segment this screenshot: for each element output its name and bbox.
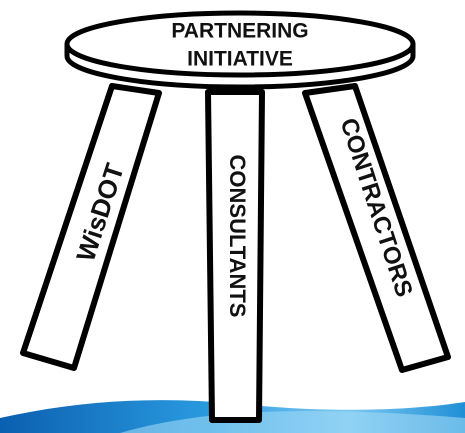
stool-seat: PARTNERING INITIATIVE bbox=[64, 10, 416, 90]
seat-title-line2: INITIATIVE bbox=[187, 48, 293, 71]
leg-consultants-label: CONSULTANTS bbox=[225, 155, 250, 318]
footer-wave-highlight bbox=[120, 410, 465, 433]
leg-contractors: CONTRACTORS bbox=[302, 83, 451, 373]
seat-title-line1: PARTNERING bbox=[171, 20, 308, 43]
leg-consultants: CONSULTANTS bbox=[205, 89, 265, 423]
leg-wisdot: WisDOT bbox=[20, 83, 162, 371]
